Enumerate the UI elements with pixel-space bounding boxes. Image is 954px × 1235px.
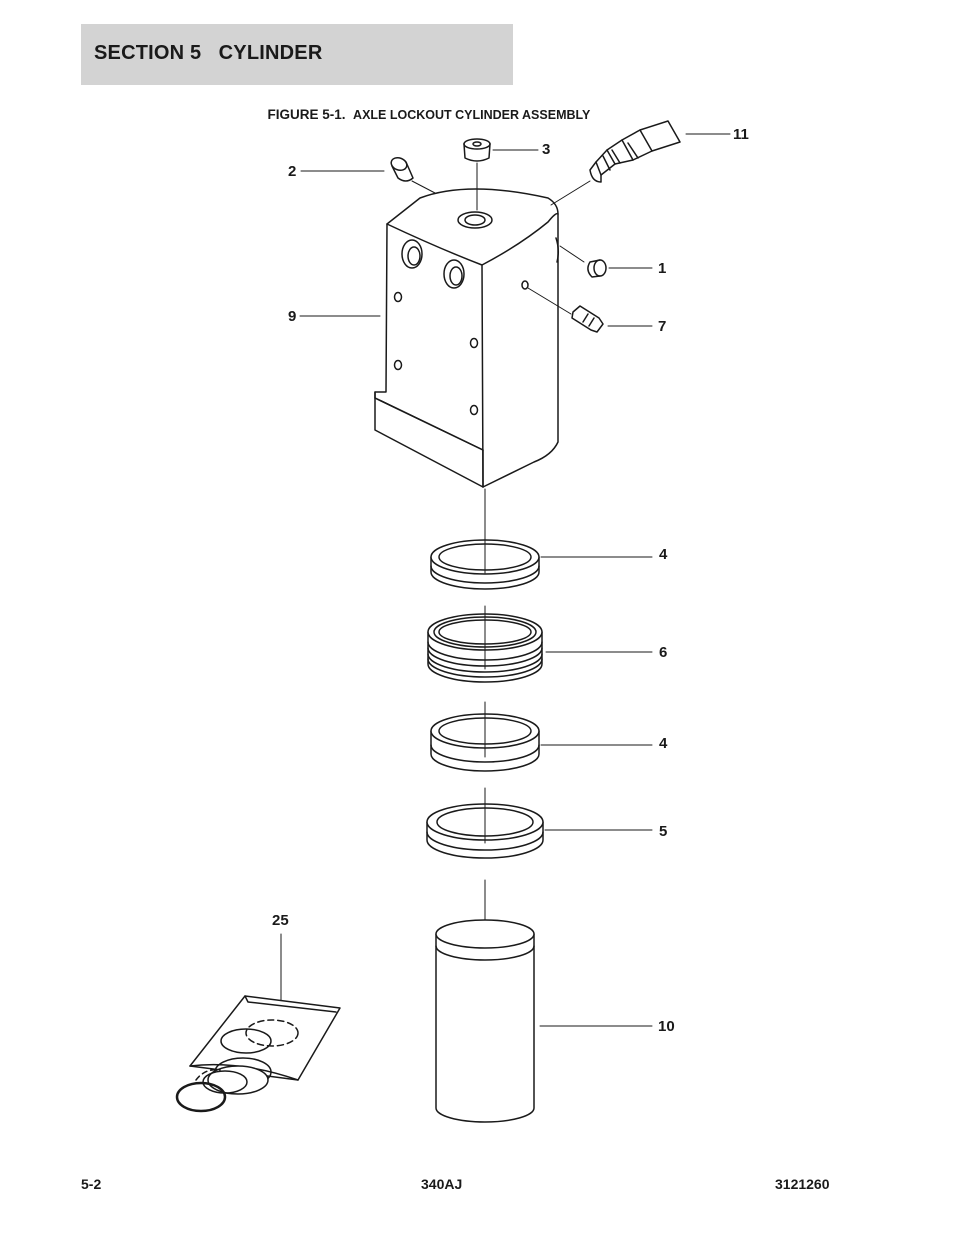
top-plug-item-3 (463, 138, 491, 211)
callout-item-4-upper: 4 (659, 546, 668, 563)
fitting-item-7 (527, 287, 604, 333)
section-header-banner: SECTION 5 CYLINDER (81, 24, 513, 85)
callout-item-9: 9 (288, 308, 296, 325)
callout-item-3: 3 (542, 141, 550, 158)
figure-title: AXLE LOCKOUT CYLINDER ASSEMBLY (353, 108, 591, 122)
footer-page-number: 5-2 (81, 1176, 102, 1192)
seal-kit-item-25 (175, 995, 341, 1113)
plug-item-2 (390, 156, 436, 194)
section-title: SECTION 5 CYLINDER (94, 42, 323, 64)
callout-item-5: 5 (659, 823, 667, 840)
callout-item-1: 1 (658, 260, 666, 277)
cartridge-valve-item-11 (550, 120, 681, 206)
cylinder-barrel-item-10 (435, 919, 535, 1123)
callout-labels: 11 3 2 1 9 7 4 6 4 5 25 10 (272, 126, 749, 1035)
callout-item-2: 2 (288, 163, 296, 180)
leader-lines (280, 133, 731, 1027)
figure-caption: FIGURE 5-1. AXLE LOCKOUT CYLINDER ASSEMB… (260, 92, 591, 122)
callout-item-7: 7 (658, 318, 666, 335)
callout-item-4-lower: 4 (659, 735, 668, 752)
figure-number: FIGURE 5-1. (267, 107, 346, 122)
cylinder-body-block (374, 188, 560, 488)
callout-item-11: 11 (733, 126, 749, 143)
footer-model: 340AJ (421, 1176, 463, 1192)
footer-doc-number: 3121260 (775, 1176, 830, 1192)
side-plug-item-1 (559, 245, 607, 278)
callout-item-25: 25 (272, 912, 289, 929)
callout-item-6: 6 (659, 644, 667, 661)
callout-item-10: 10 (658, 1018, 675, 1035)
